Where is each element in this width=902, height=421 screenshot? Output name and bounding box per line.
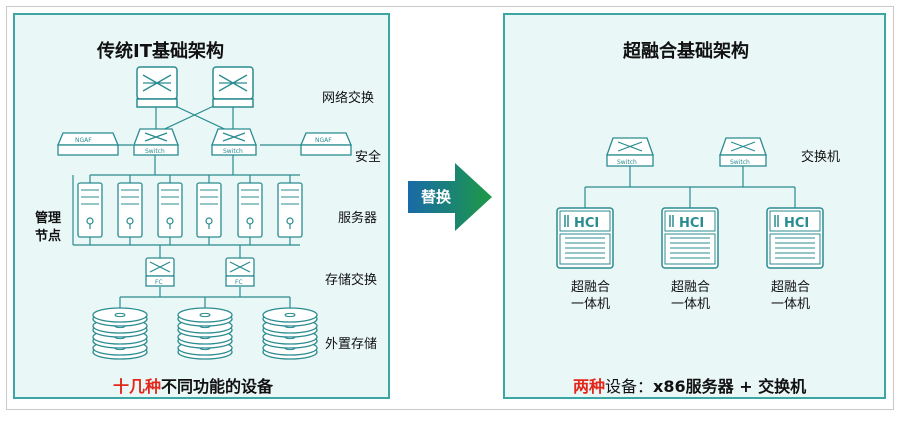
right-footer-highlight: 两种 [573,377,606,396]
network-switch-icon [136,66,178,108]
core-switch-icon: Switch [211,128,257,156]
svg-text:NGAF: NGAF [315,137,332,144]
hci-switch-icon: Switch [606,137,654,167]
server-icon [117,182,143,238]
right-footer-text: 设备： [605,377,654,396]
left-footer-highlight: 十几种 [113,377,162,396]
hci-server-icon: HCI [766,207,824,269]
storage-disk-icon [92,307,148,360]
traditional-architecture-panel: 传统IT基础架构 网络交换 安全 服务器 存储交换 外置存储 管理节点 十几种不… [13,13,390,399]
svg-text:FC: FC [155,279,163,286]
ngaf-firewall-icon: NGAF [57,132,119,156]
network-switch-icon [212,66,254,108]
hyperconverged-diagram: Switch Switch HCI HCI HCI [556,137,824,269]
svg-text:FC: FC [235,279,243,286]
replace-label: 替换 [421,188,452,206]
svg-text:Switch: Switch [617,159,637,166]
svg-text:Switch: Switch [145,148,165,155]
core-switch-icon: Switch [133,128,179,156]
svg-text:HCI: HCI [784,216,809,231]
storage-disk-icon [262,307,318,360]
traditional-diagram: NGAF NGAF Switch Switch FC [57,66,352,360]
right-footer: 两种设备：x86服务器 + 交换机 [573,373,806,397]
label-network-switch: 网络交换 [322,91,375,106]
hci-switch-icon: Switch [719,137,767,167]
fc-switch-icon: FC [145,257,175,287]
storage-group [92,307,318,360]
hci-server-icon: HCI [661,207,719,269]
label-external-storage: 外置存储 [325,337,378,352]
fc-switch-icon: FC [225,257,255,287]
label-storage-switch: 存储交换 [325,273,378,288]
label-hci-node-2: 超融合 一体机 [671,280,711,312]
svg-text:HCI: HCI [679,216,704,231]
right-title: 超融合基础架构 [623,41,749,62]
storage-disk-icon [177,307,233,360]
label-management-node: 管理节点 [35,211,62,244]
server-icon [157,182,183,238]
label-servers: 服务器 [338,211,378,226]
hyperconverged-panel: 超融合基础架构 交换机 超融合 一体机 超融合 一体机 超融合 一体机 两种设备… [503,13,886,399]
server-icon [237,182,263,238]
left-title: 传统IT基础架构 [97,41,224,62]
server-icon [196,182,222,238]
svg-text:Switch: Switch [223,148,243,155]
label-hci-node-3: 超融合 一体机 [771,280,811,312]
server-group [77,182,303,238]
ngaf-firewall-icon: NGAF [300,132,352,156]
label-hci-node-1: 超融合 一体机 [571,280,611,312]
right-footer-devices: x86服务器 + 交换机 [653,377,807,396]
label-security: 安全 [355,150,382,165]
left-footer-text: 不同功能的设备 [161,377,274,396]
server-icon [77,182,103,238]
label-switch: 交换机 [801,150,841,165]
svg-text:Switch: Switch [730,159,750,166]
svg-text:NGAF: NGAF [75,137,92,144]
hci-server-icon: HCI [556,207,614,269]
svg-text:HCI: HCI [574,216,599,231]
server-icon [277,182,303,238]
hci-node-group: HCI HCI HCI [556,207,824,269]
left-footer: 十几种不同功能的设备 [113,373,273,397]
